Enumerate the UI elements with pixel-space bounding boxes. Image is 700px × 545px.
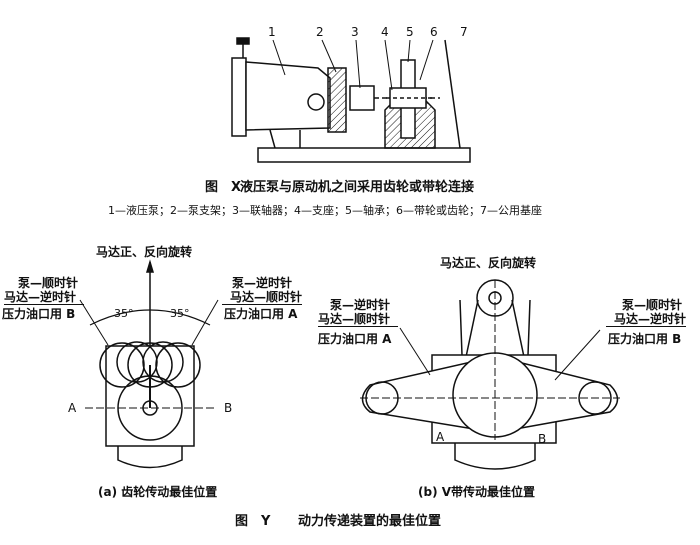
- gear-drive-drawing: [79, 259, 219, 469]
- part-number-4: 4: [381, 25, 389, 39]
- fig-a-axis-b: B: [224, 401, 233, 415]
- fig-a-left-line-2: 马达—逆时针: [4, 290, 85, 305]
- figure-y-title: 动力传递装置的最佳位置: [298, 514, 442, 529]
- part-number-7: 7: [460, 25, 468, 39]
- figure-x-legend: 1—液压泵；2—泵支架；3—联轴器；4—支座；5—轴承；6—带轮或齿轮；7—公用…: [108, 204, 542, 217]
- v-belt-drive-drawing: [360, 279, 620, 470]
- part-number-5: 5: [406, 25, 414, 39]
- fig-a-angle-right: 35°: [170, 307, 190, 320]
- fig-b-right-line-1: 泵—顺时针: [622, 298, 683, 312]
- fig-b-left-line-1: 泵—逆时针: [330, 298, 391, 312]
- fig-a-axis-a: A: [68, 401, 77, 415]
- part-number-3: 3: [351, 25, 359, 39]
- fig-b-right-line-2: 马达—逆时针: [606, 312, 687, 327]
- fig-a-top-label: 马达正、反向旋转: [96, 245, 193, 259]
- fig-a-right-line-1: 泵—逆时针: [232, 276, 293, 290]
- part-leader-lines: [272, 39, 434, 91]
- fig-a-right-line-2: 马达—顺时针: [222, 290, 303, 305]
- fig-b-left-line-3: 压力油口用 A: [318, 332, 392, 346]
- part-number-2: 2: [316, 25, 324, 39]
- part-number-1: 1: [268, 25, 276, 39]
- fig-b-left-line-2: 马达—顺时针: [318, 312, 399, 327]
- fig-a-right-line-3: 压力油口用 A: [224, 307, 298, 321]
- fig-a-left-line-3: 压力油口用 B: [2, 307, 76, 321]
- part-number-6: 6: [430, 25, 438, 39]
- fig-a-caption: (a) 齿轮传动最佳位置: [98, 485, 218, 499]
- fig-b-right-line-3: 压力油口用 B: [608, 332, 682, 346]
- fig-a-angle-left: 35°: [114, 307, 134, 320]
- pump-assembly-drawing: [231, 37, 471, 163]
- figure-x-label: 图 X: [205, 180, 242, 195]
- fig-a-left-line-1: 泵—顺时针: [18, 276, 79, 290]
- fig-b-top-label: 马达正、反向旋转: [440, 256, 537, 270]
- figure-y-label: 图 Y: [235, 514, 271, 529]
- figure-x-title: 液压泵与原动机之间采用齿轮或带轮连接: [240, 180, 475, 195]
- fig-b-axis-a: A: [436, 430, 445, 444]
- fig-b-axis-b: B: [538, 432, 547, 446]
- fig-b-caption: (b) V带传动最佳位置: [418, 485, 536, 499]
